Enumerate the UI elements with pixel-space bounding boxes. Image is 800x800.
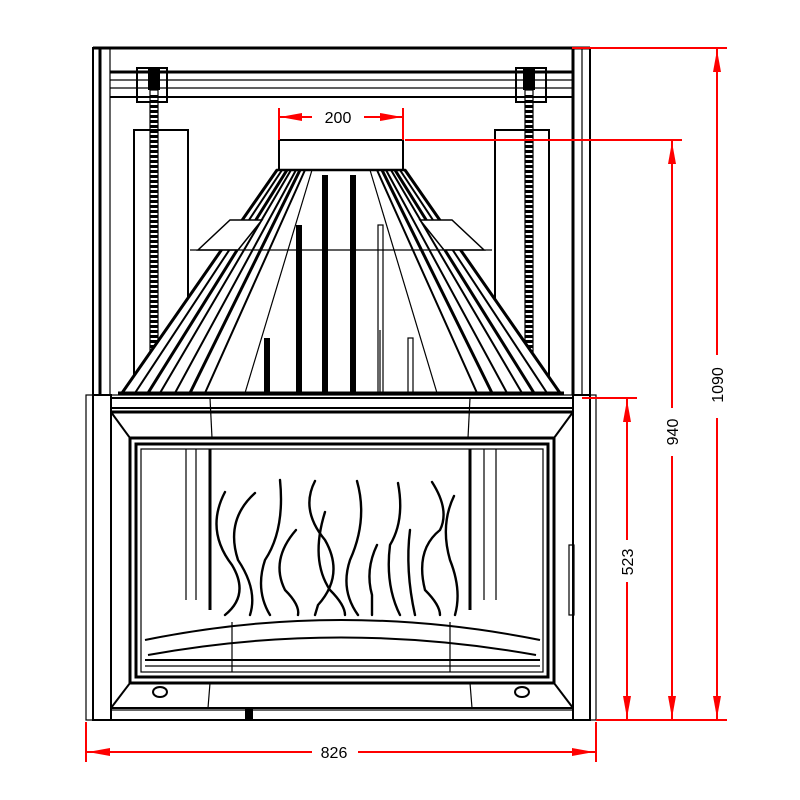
flames [215,478,459,617]
dimension-overall-width: 826 [85,722,597,762]
hearth [144,619,541,672]
dimension-flue-height: 940 [405,139,682,720]
firebox-frame [85,394,597,721]
dimension-label-overall-width: 826 [321,745,348,762]
dimension-flue-width: 200 [278,108,404,140]
dimension-label-total-height: 1090 [710,367,727,403]
dimension-insert-height: 523 [582,397,637,720]
dimension-total-height: 1090 [572,47,727,721]
dimension-label-flue-width: 200 [325,110,352,127]
dimension-label-insert-height: 523 [620,549,637,576]
dimension-label-flue-height: 940 [665,419,682,446]
hood [118,139,564,395]
